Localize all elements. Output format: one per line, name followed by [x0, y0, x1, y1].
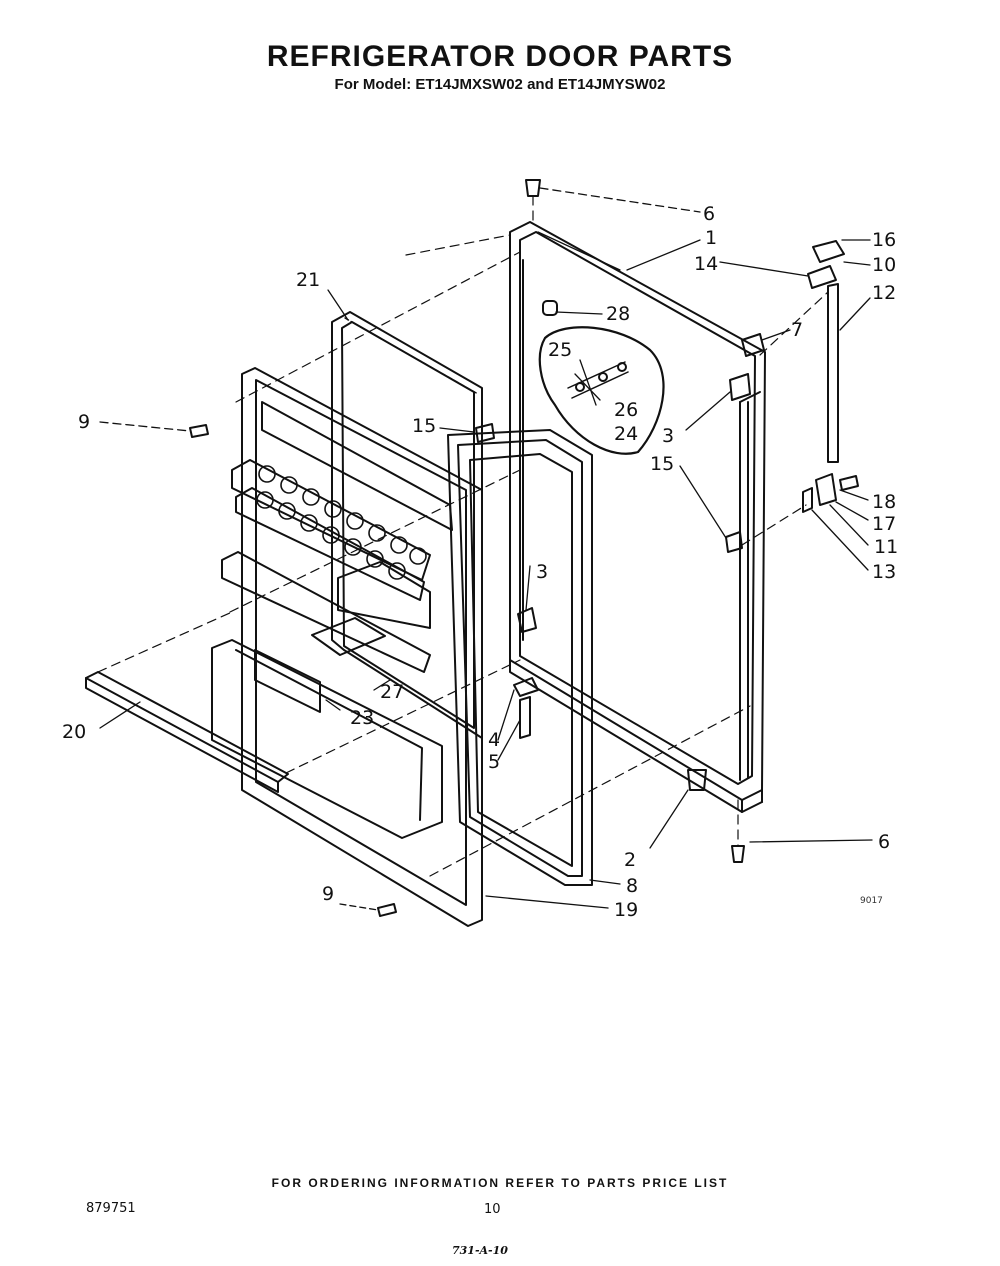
callout-27: 27: [380, 681, 404, 703]
page-number: 10: [484, 1202, 501, 1217]
callout-18: 18: [872, 491, 896, 513]
callout-20: 20: [62, 721, 86, 743]
callout-6-top: 6: [703, 203, 715, 225]
callout-14: 14: [694, 253, 718, 275]
handwritten-note: 731-A-10: [452, 1244, 508, 1257]
callout-11: 11: [874, 536, 898, 558]
callout-13: 13: [872, 561, 896, 583]
outer-door-panel: [509, 221, 766, 813]
door-gasket: [447, 429, 593, 886]
callout-12: 12: [872, 282, 896, 304]
callout-21: 21: [296, 269, 320, 291]
callout-17: 17: [872, 513, 896, 535]
document-number: 879751: [86, 1201, 136, 1216]
callout-23: 23: [350, 707, 374, 729]
callout-16: 16: [872, 229, 896, 251]
small-hardware: [189, 179, 765, 917]
callout-25: 25: [548, 339, 572, 361]
callout-6-bottom: 6: [878, 831, 890, 853]
page-title: REFRIGERATOR DOOR PARTS: [266, 40, 734, 73]
callout-24: 24: [614, 423, 638, 445]
hinge-bar: [802, 240, 859, 513]
shelf-bar: [85, 671, 289, 793]
callout-19: 19: [614, 899, 638, 921]
callout-4: 4: [488, 729, 500, 751]
door-liner: [211, 367, 483, 927]
callout-26: 26: [614, 399, 638, 421]
model-subtitle: For Model: ET14JMXSW02 and ET14JMYSW02: [334, 76, 666, 93]
callout-10: 10: [872, 254, 896, 276]
callout-8: 8: [626, 875, 638, 897]
callout-28: 28: [606, 303, 630, 325]
callout-5: 5: [488, 751, 500, 773]
ordering-note: FOR ORDERING INFORMATION REFER TO PARTS …: [271, 1176, 729, 1190]
callout-9-top: 9: [78, 411, 90, 433]
callout-15-right: 15: [650, 453, 674, 475]
callout-15-left: 15: [412, 415, 436, 437]
callout-1: 1: [705, 227, 717, 249]
diagram-code: 9017: [860, 896, 883, 906]
callout-labels: 6 1 14 16 10 12 28 7 21 25 26 24 3 15 15…: [62, 203, 898, 921]
callout-9-bottom: 9: [322, 883, 334, 905]
callout-7: 7: [791, 319, 803, 341]
callout-3-upper: 3: [662, 425, 674, 447]
callout-2: 2: [624, 849, 636, 871]
callout-3-lower: 3: [536, 561, 548, 583]
